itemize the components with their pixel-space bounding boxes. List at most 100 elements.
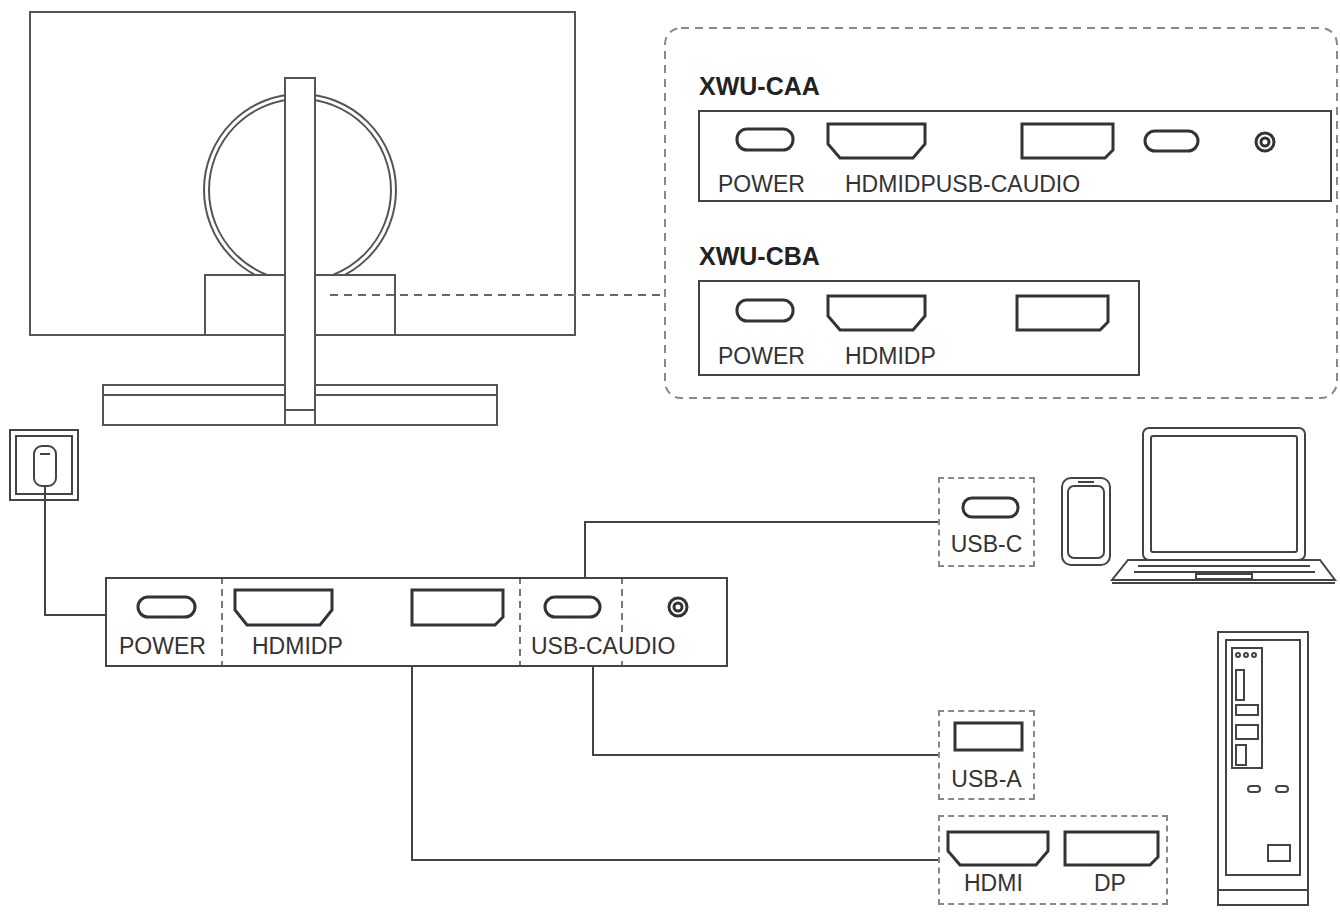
rect-shape bbox=[285, 78, 315, 425]
rect-shape bbox=[1236, 725, 1258, 739]
port-label-group: USB-C bbox=[951, 531, 1023, 557]
line-shape bbox=[1078, 481, 1094, 483]
port-label-group: HDMIDPUSB-CAUDIO bbox=[845, 171, 1080, 197]
rect-shape bbox=[1232, 648, 1262, 768]
circle-shape bbox=[1244, 653, 1248, 657]
port-label: POWER bbox=[718, 171, 805, 197]
path-shape bbox=[412, 590, 503, 625]
port-label-group: POWER bbox=[119, 633, 206, 659]
path-shape bbox=[828, 296, 925, 330]
port-panel: XWU-CBAPOWERHDMIDP bbox=[698, 280, 1140, 376]
line-shape bbox=[40, 453, 50, 455]
path-shape bbox=[828, 124, 925, 158]
port-label-group: POWER bbox=[718, 171, 805, 197]
rect-shape bbox=[16, 436, 72, 494]
port-label: DP bbox=[1094, 870, 1126, 896]
monitor-back bbox=[30, 12, 575, 425]
port-label-group: HDMI bbox=[964, 870, 1023, 896]
circle-shape bbox=[1236, 653, 1240, 657]
port-label-group: USB-CAUDIO bbox=[531, 633, 675, 659]
cable-line bbox=[585, 522, 938, 577]
port-shapes bbox=[138, 124, 1274, 865]
model-name: XWU-CAA bbox=[699, 72, 820, 100]
rect-shape bbox=[1236, 705, 1258, 715]
polyline-shape bbox=[45, 486, 105, 615]
port-label: USB-C bbox=[936, 171, 1008, 197]
rect-shape bbox=[1196, 574, 1252, 579]
port-label-group: HDMIDP bbox=[252, 633, 343, 659]
rect-shape bbox=[34, 446, 56, 486]
port-label: HDMI bbox=[252, 633, 311, 659]
rect-shape bbox=[1218, 632, 1308, 905]
line-shape bbox=[519, 577, 521, 667]
device-port-box: USB-A bbox=[938, 710, 1035, 800]
rect-shape bbox=[1268, 845, 1290, 861]
rect-shape bbox=[1248, 786, 1260, 792]
cable-line bbox=[412, 667, 938, 860]
circle-shape bbox=[1252, 653, 1256, 657]
line-shape bbox=[1134, 571, 1315, 573]
model-heading: XWU-CBA bbox=[699, 242, 820, 270]
port-label-group: POWER bbox=[718, 343, 805, 369]
rect-shape bbox=[963, 498, 1018, 517]
wall-outlet bbox=[10, 430, 105, 615]
circle-shape bbox=[1256, 133, 1274, 151]
path-shape bbox=[1017, 296, 1108, 330]
port-label: AUDIO bbox=[603, 633, 676, 659]
port-label: USB-A bbox=[951, 766, 1021, 792]
callout-region bbox=[665, 28, 1337, 398]
path-shape bbox=[235, 590, 332, 625]
circle-shape bbox=[1261, 138, 1269, 146]
port-label-group: USB-A bbox=[951, 766, 1021, 792]
circle-shape bbox=[669, 598, 687, 616]
line-shape bbox=[1112, 582, 1335, 584]
rect-shape bbox=[1236, 670, 1244, 700]
rect-shape bbox=[1062, 478, 1110, 565]
port-label: USB-C bbox=[531, 633, 603, 659]
model-heading: XWU-CAA bbox=[699, 72, 820, 100]
rect-shape bbox=[545, 597, 600, 617]
rect-shape bbox=[1145, 131, 1198, 151]
port-label: HDMI bbox=[845, 343, 904, 369]
port-label: HDMI bbox=[964, 870, 1023, 896]
line-shape bbox=[1138, 565, 1310, 567]
port-label-group: DP bbox=[1094, 870, 1126, 896]
rect-shape bbox=[1151, 436, 1297, 552]
pc-tower bbox=[1218, 632, 1308, 905]
port-label: AUDIO bbox=[1007, 171, 1080, 197]
rect-shape bbox=[737, 300, 793, 321]
rect-shape bbox=[955, 723, 1022, 750]
laptop bbox=[1112, 428, 1335, 583]
phone bbox=[1062, 478, 1110, 565]
polygon-shape bbox=[1112, 560, 1335, 580]
panel-separators bbox=[222, 577, 622, 667]
rect-shape bbox=[1143, 428, 1305, 560]
port-label: DP bbox=[904, 343, 936, 369]
port-panel: XWU-CAAPOWERHDMIDPUSB-CAUDIO bbox=[698, 110, 1332, 202]
rect-shape bbox=[737, 129, 793, 150]
path-shape bbox=[1065, 832, 1158, 865]
rect-shape bbox=[138, 597, 195, 617]
line-shape bbox=[285, 409, 315, 411]
line-shape bbox=[1218, 889, 1308, 891]
model-name: XWU-CBA bbox=[699, 242, 820, 270]
port-label: HDMI bbox=[845, 171, 904, 197]
circle-shape bbox=[674, 603, 682, 611]
rect-shape bbox=[1226, 640, 1300, 875]
path-shape bbox=[948, 832, 1048, 865]
port-label: POWER bbox=[119, 633, 206, 659]
path-shape bbox=[1022, 124, 1113, 158]
device-port-box: HDMI DP bbox=[938, 815, 1168, 905]
port-label-group: HDMIDP bbox=[845, 343, 936, 369]
port-panel: POWER HDMIDP USB-CAUDIO bbox=[105, 577, 728, 667]
port-label: DP bbox=[311, 633, 343, 659]
port-label: POWER bbox=[718, 343, 805, 369]
line-shape bbox=[221, 577, 223, 667]
rect-shape bbox=[1068, 486, 1104, 558]
rect-shape bbox=[1276, 786, 1288, 792]
port-label: USB-C bbox=[951, 531, 1023, 557]
device-port-box: USB-C bbox=[938, 477, 1035, 567]
